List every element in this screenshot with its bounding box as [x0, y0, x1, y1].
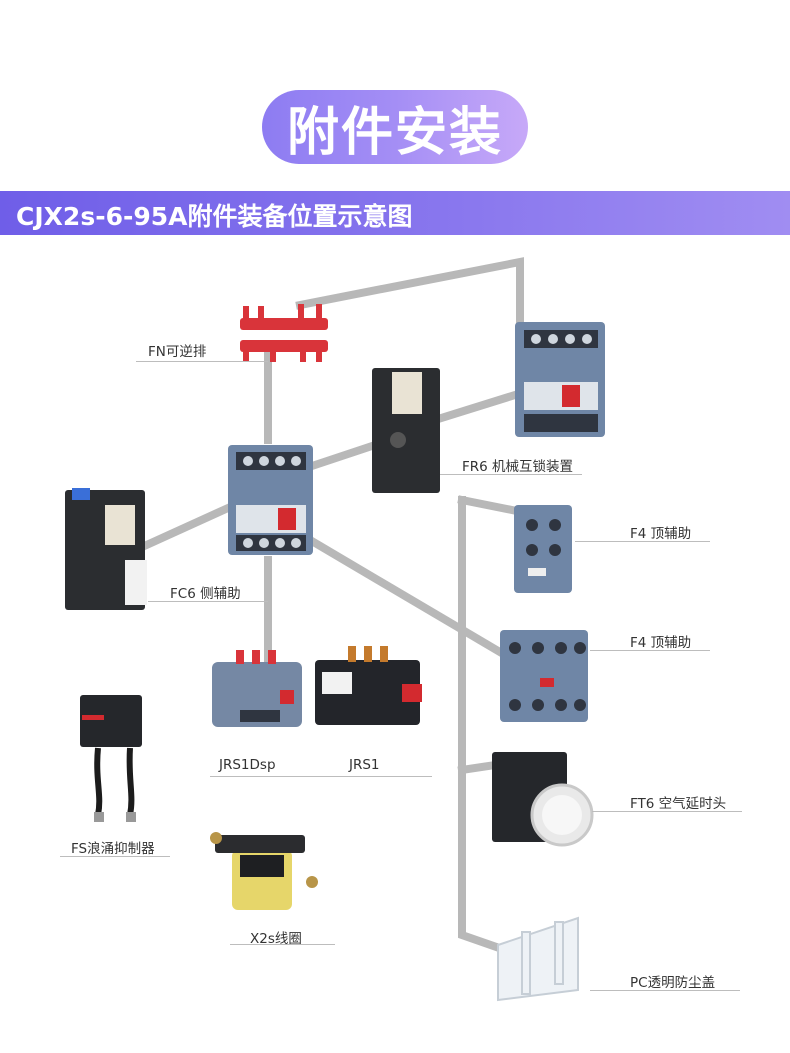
x2s-coil	[210, 832, 318, 910]
right-contactor	[515, 322, 605, 437]
label-jrs1dsp: JRS1Dsp	[219, 757, 276, 773]
label-f4-top-1: F4 顶辅助	[630, 526, 692, 542]
label-fc6: FC6 侧辅助	[170, 586, 241, 602]
label-f4-top-2: F4 顶辅助	[630, 635, 692, 651]
label-x2s-underline	[230, 944, 335, 945]
jrs1-relay	[315, 646, 422, 725]
fs-surge-suppressor	[80, 695, 142, 822]
f4-top-auxiliary-1	[514, 505, 572, 593]
page-title: 附件安装	[286, 102, 503, 163]
fc6-side-auxiliary	[65, 488, 147, 610]
section-banner: CJX2s-6-95A附件装备位置示意图	[0, 191, 790, 235]
label-ft6-underline	[592, 811, 742, 812]
fn-reversing-bar	[240, 304, 328, 362]
label-f4-top-1-underline	[575, 541, 710, 542]
connector-wires	[134, 257, 524, 956]
label-fs-underline	[60, 856, 170, 857]
f4-top-auxiliary-2	[500, 630, 588, 722]
ft6-delay-head	[492, 752, 594, 847]
label-relay-underline	[210, 776, 432, 777]
label-x2s: X2s线圈	[250, 931, 302, 947]
label-fs: FS浪涌抑制器	[71, 841, 155, 857]
jrs1dsp-relay	[212, 650, 302, 727]
fr6-interlock	[372, 368, 440, 493]
label-fn: FN可逆排	[148, 344, 207, 360]
label-jrs1: JRS1	[349, 757, 380, 773]
title-badge: 附件安装	[262, 90, 528, 164]
pc-dust-cover	[497, 916, 579, 1002]
label-pc-underline	[590, 990, 740, 991]
label-fn-underline	[136, 361, 268, 362]
label-ft6: FT6 空气延时头	[630, 796, 727, 812]
label-fr6-underline	[440, 474, 582, 475]
label-pc: PC透明防尘盖	[630, 975, 716, 991]
label-fr6: FR6 机械互锁装置	[462, 459, 574, 475]
banner-title: CJX2s-6-95A附件装备位置示意图	[16, 202, 413, 231]
label-fc6-underline	[148, 601, 268, 602]
label-f4-top-2-underline	[590, 650, 710, 651]
main-contactor	[228, 445, 313, 555]
